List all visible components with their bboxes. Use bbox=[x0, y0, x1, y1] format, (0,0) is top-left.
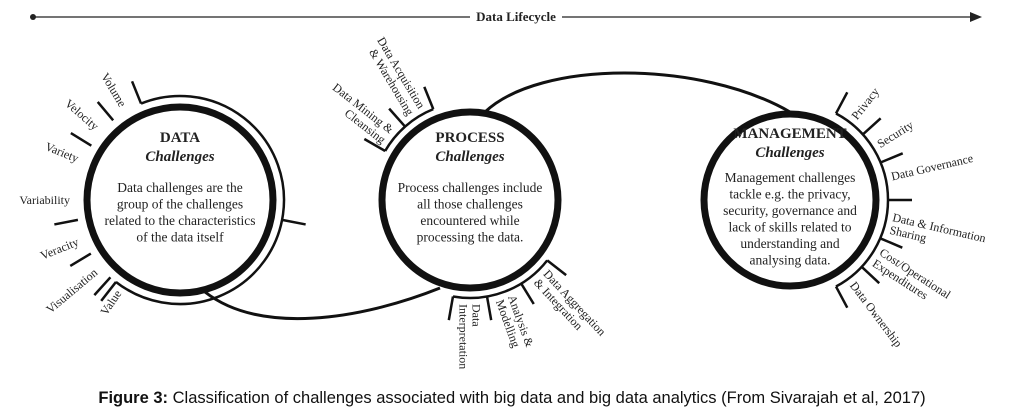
process-description-line: all those challenges bbox=[417, 197, 523, 212]
challenge-label: Veracity bbox=[38, 235, 80, 263]
tick-mark bbox=[520, 282, 535, 305]
tick-mark bbox=[879, 237, 903, 249]
tick-mark bbox=[130, 80, 143, 105]
tick-mark bbox=[93, 276, 112, 296]
data-subtitle: Challenges bbox=[145, 149, 214, 165]
caption-text: Classification of challenges associated … bbox=[168, 389, 926, 407]
data-description-line: of the data itself bbox=[136, 230, 224, 245]
tick-mark bbox=[423, 86, 435, 110]
challenge-label: Data Aggregation& Integration bbox=[531, 267, 609, 348]
tick-mark bbox=[834, 285, 849, 309]
challenge-label: Velocity bbox=[62, 96, 101, 133]
process-title: PROCESS bbox=[435, 130, 504, 146]
tick-mark bbox=[96, 101, 115, 122]
tick-mark bbox=[70, 132, 92, 147]
data-description-line: related to the characteristics bbox=[104, 213, 255, 228]
tick-mark bbox=[546, 259, 567, 277]
challenge-label-line: Variety bbox=[43, 139, 80, 165]
challenge-label: Analysis &Modelling bbox=[493, 293, 537, 354]
challenge-label: Data Governance bbox=[890, 151, 975, 183]
data-description-line: Data challenges are the bbox=[117, 180, 243, 195]
challenge-label: Visualisation bbox=[43, 265, 100, 316]
tick-mark bbox=[388, 107, 406, 128]
challenge-label: Privacy bbox=[849, 85, 883, 123]
process-description-line: Process challenges include bbox=[398, 180, 543, 195]
management-description-line: understanding and bbox=[740, 236, 840, 251]
challenge-label: Security bbox=[874, 118, 915, 151]
tick-mark bbox=[100, 281, 117, 302]
challenge-label: Data Ownership bbox=[847, 279, 905, 350]
data-description-line: group of the challenges bbox=[117, 197, 243, 212]
challenge-label: Cost/OperationalExpenditures bbox=[870, 245, 954, 313]
management-description-line: security, governance and bbox=[723, 203, 857, 218]
management-description-line: tackle e.g. the privacy, bbox=[729, 187, 850, 202]
management-description-line: analysing data. bbox=[750, 253, 831, 268]
tick-mark bbox=[69, 252, 92, 267]
challenge-label-line: Security bbox=[874, 118, 915, 151]
challenge-label-line: Data bbox=[470, 304, 484, 327]
management-title: MANAGEMENT bbox=[733, 126, 846, 142]
process-subtitle: Challenges bbox=[435, 149, 504, 165]
management-description-line: lack of skills related to bbox=[729, 220, 852, 235]
challenge-label: Variety bbox=[43, 139, 80, 165]
challenge-label-line: Veracity bbox=[38, 235, 80, 263]
tick-mark bbox=[447, 296, 455, 321]
caption-prefix: Figure 3: bbox=[98, 389, 169, 407]
tick-mark bbox=[861, 117, 882, 136]
challenge-label-line: Data Governance bbox=[890, 151, 975, 183]
process-description-line: encountered while bbox=[420, 213, 519, 228]
challenge-label-line: Privacy bbox=[849, 85, 883, 123]
figure-caption: Figure 3: Classification of challenges a… bbox=[0, 389, 1024, 408]
tick-mark bbox=[834, 91, 849, 115]
challenge-label: DataInterpretation bbox=[457, 304, 484, 369]
data-title: DATA bbox=[160, 130, 200, 146]
challenge-label-line: Value bbox=[97, 287, 124, 317]
challenge-label: Data Mining &Cleansing bbox=[322, 80, 397, 147]
challenge-label-line: Volume bbox=[98, 70, 129, 109]
challenge-label-line: Visualisation bbox=[43, 265, 100, 316]
lifecycle-label: Data Lifecycle bbox=[476, 9, 556, 24]
tick-mark bbox=[281, 218, 306, 226]
tick-mark bbox=[485, 296, 493, 321]
challenge-label: Data Acquisition& Warehousing bbox=[363, 34, 428, 117]
challenge-label: Data & InformationSharing bbox=[888, 210, 987, 258]
challenge-label-line: Variability bbox=[19, 193, 70, 207]
process-description-line: processing the data. bbox=[417, 230, 524, 245]
tick-mark bbox=[860, 265, 881, 285]
challenge-label-line: Velocity bbox=[62, 96, 101, 133]
connectors bbox=[204, 71, 791, 320]
challenge-label-line: Interpretation bbox=[457, 304, 471, 369]
challenge-label: Value bbox=[97, 287, 124, 317]
management-description-line: Management challenges bbox=[725, 170, 856, 185]
challenge-label-line: Data Ownership bbox=[847, 279, 905, 350]
tick-mark bbox=[363, 137, 386, 153]
tick-mark bbox=[54, 218, 79, 226]
challenge-label: Volume bbox=[98, 70, 129, 109]
management-subtitle: Challenges bbox=[755, 145, 824, 161]
lifecycle-arrow: Data Lifecycle bbox=[30, 9, 982, 24]
tick-mark bbox=[880, 152, 904, 164]
challenge-label: Variability bbox=[19, 193, 70, 207]
